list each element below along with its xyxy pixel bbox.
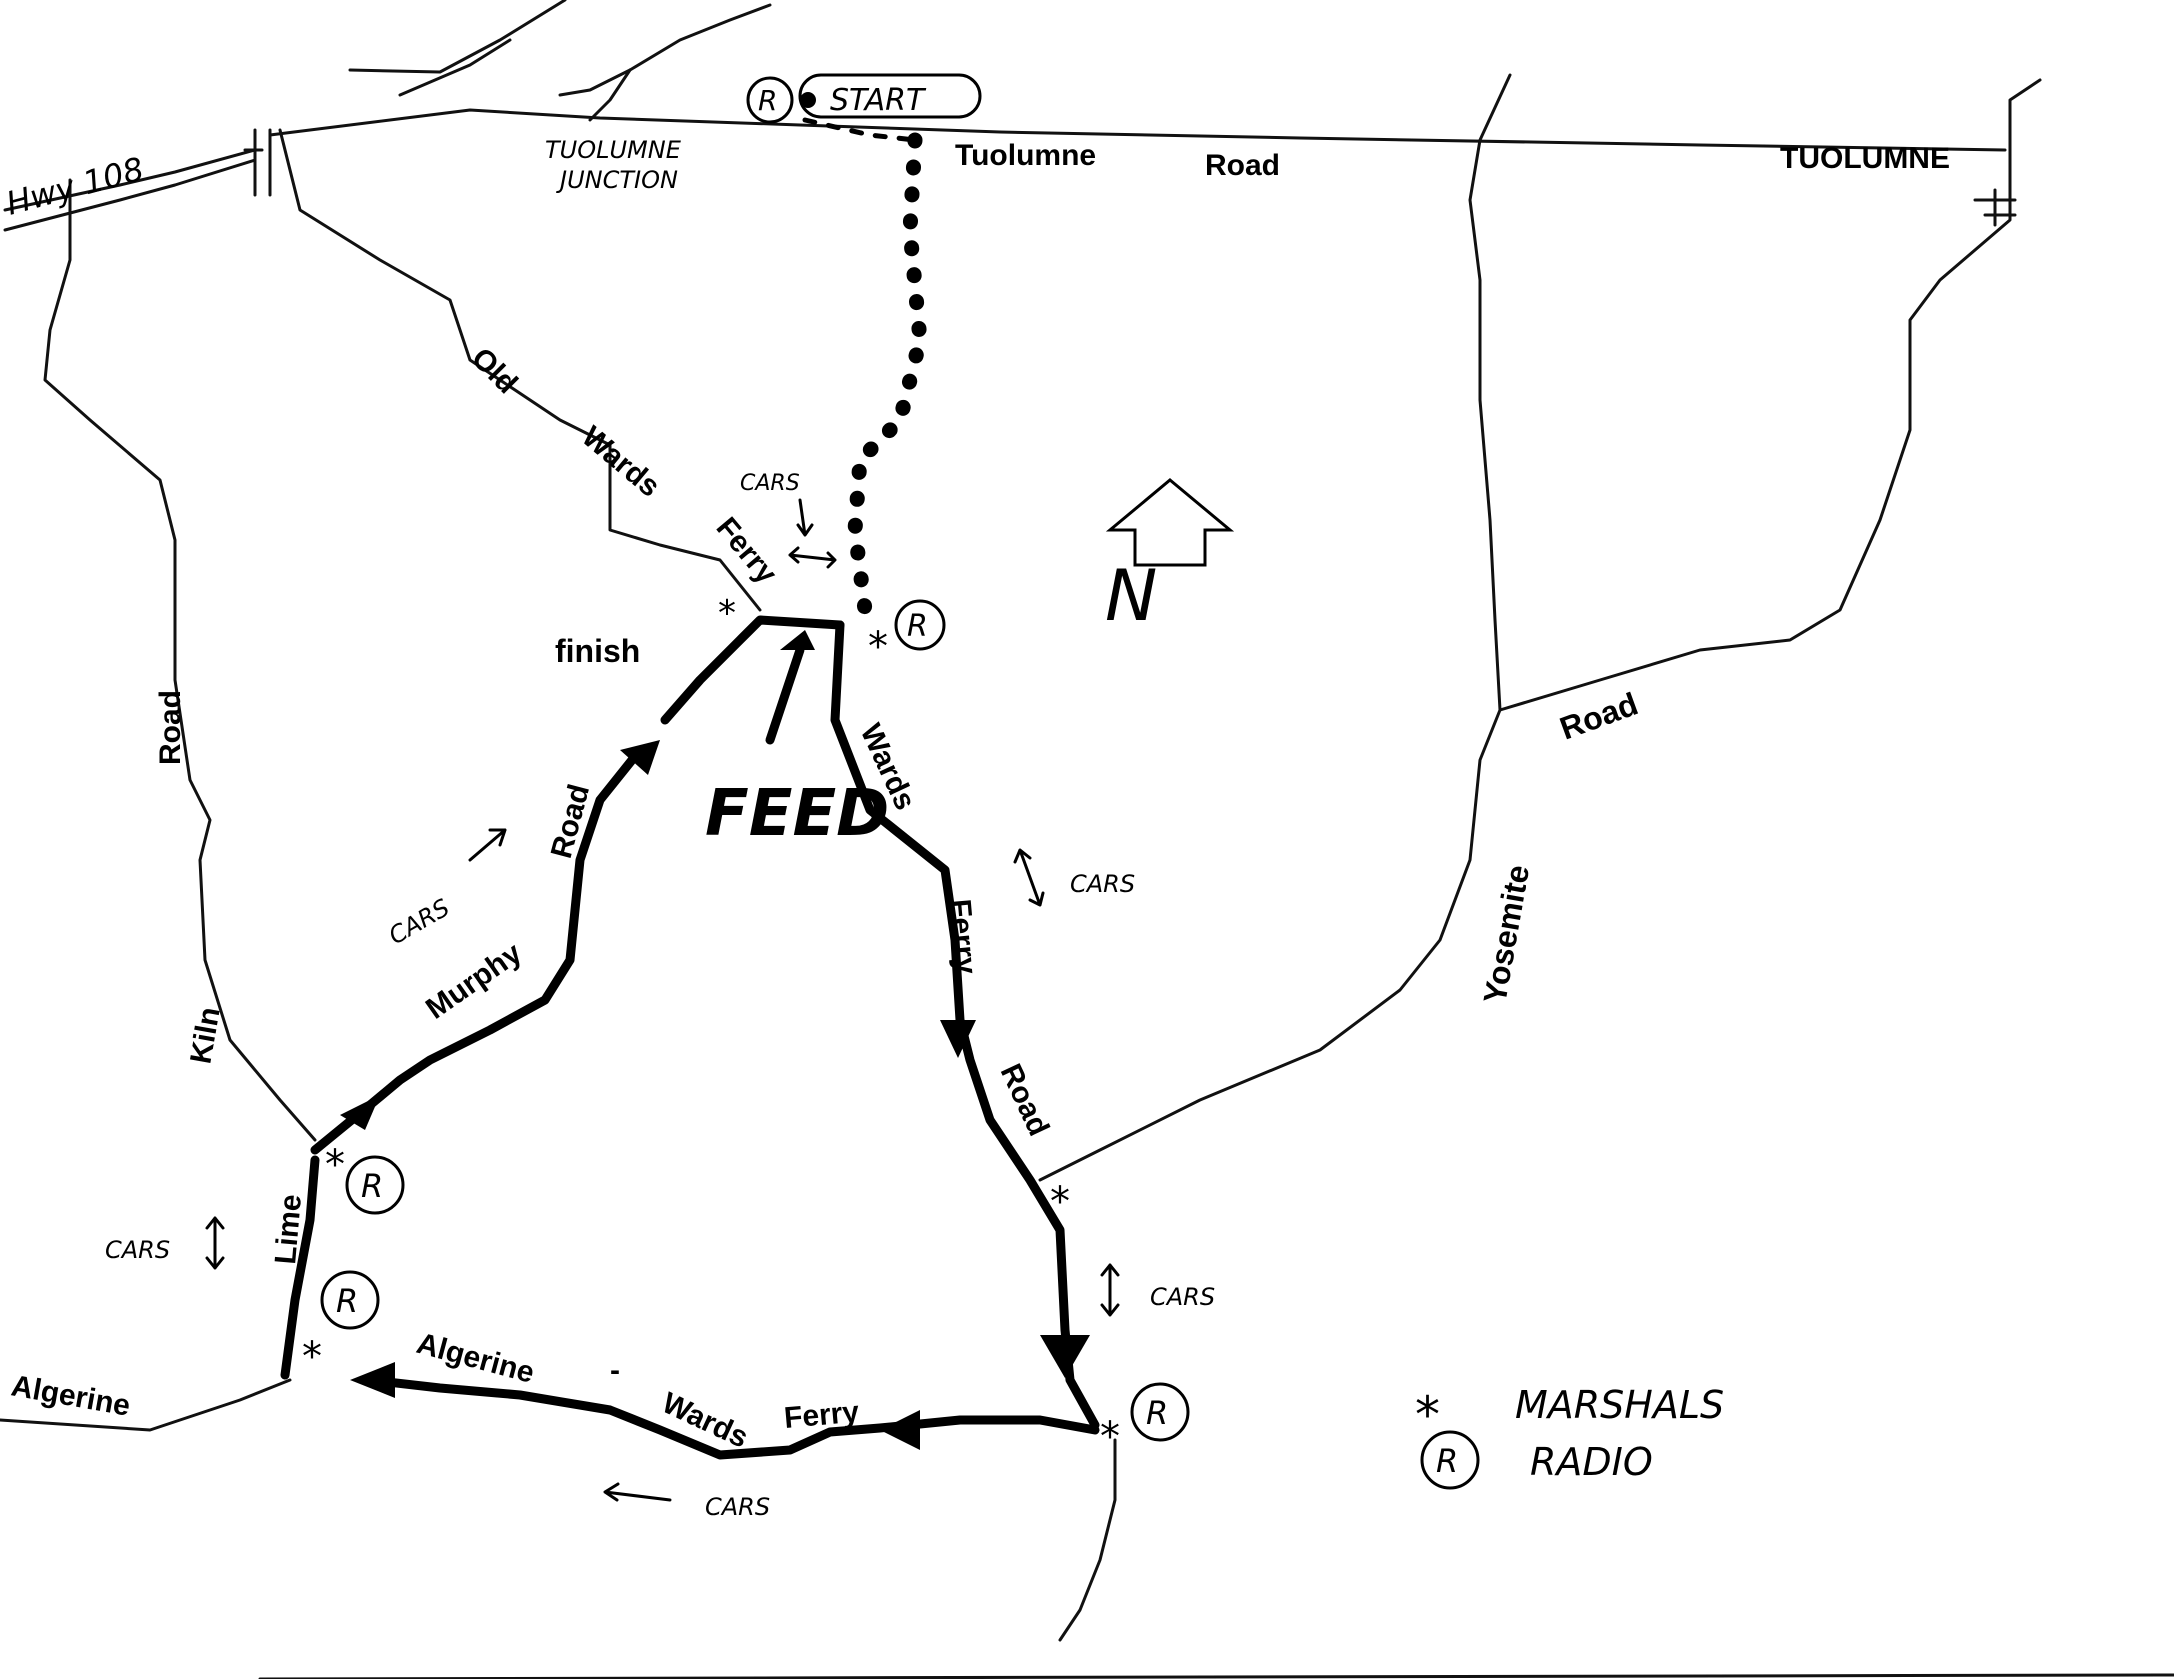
- yosemite-label: Yosemite: [1476, 862, 1536, 1006]
- cars-southeast-label: CARS: [1150, 1283, 1215, 1311]
- north-arrow-icon: [1105, 478, 1235, 567]
- tuolumne-town-road: [1468, 73, 1512, 712]
- wards-ferry-south-route: [830, 620, 1100, 1430]
- cars-murphy-arrow: [468, 828, 507, 862]
- route-arrow-west-1: [880, 1410, 920, 1450]
- route-arrow-west-2: [350, 1362, 395, 1398]
- cars-east-arrow: [1013, 848, 1045, 907]
- tuolumne-town-label: TUOLUMNE: [1780, 142, 1950, 175]
- lime-label: Lime: [269, 1193, 308, 1266]
- legend-radio-icon: [1420, 1430, 1480, 1490]
- south-road: [1058, 1438, 1117, 1642]
- creek-2: [398, 38, 512, 97]
- cars-murphy-label: CARS: [384, 893, 454, 950]
- radio-start-letter: R: [758, 84, 777, 117]
- cars-west-arrow: [205, 1216, 225, 1270]
- tuolumne-town-mark: [1973, 188, 2017, 227]
- hwy-108-bridge: [243, 128, 272, 197]
- radio-lime-letter: R: [361, 1167, 383, 1205]
- ferry-east-label: Ferry: [943, 898, 982, 976]
- lime-kiln-route: [280, 1155, 320, 1380]
- algerine-west-road: [0, 1378, 292, 1432]
- tuolumne-road: [268, 108, 2007, 152]
- murphy-road-route: [310, 745, 645, 1155]
- tuolumne-east-road: [1498, 78, 2042, 712]
- creek-4: [588, 68, 632, 122]
- legend-radio-letter: R: [1436, 1442, 1458, 1480]
- kiln-label: Kiln: [184, 1005, 226, 1067]
- road-labels: Hwy 108 TUOLUMNE JUNCTION Tuolumne Road …: [2, 136, 1950, 1455]
- start-dot: [800, 92, 816, 108]
- legend: * MARSHALS R RADIO: [1415, 1383, 1724, 1490]
- marshal-finish-icon: *: [718, 593, 736, 634]
- kiln-road: [43, 178, 317, 1142]
- tuolumne-road-label-1: Tuolumne: [955, 139, 1096, 172]
- feed-arrow-head: [780, 630, 815, 650]
- route-arrow-wards-ferry: [940, 1020, 976, 1058]
- road-kiln-label: Road: [154, 690, 187, 765]
- cars-east-label: CARS: [1070, 870, 1135, 898]
- radio-algerine-icon: [320, 1270, 380, 1330]
- yosemite-road: [1038, 708, 1502, 1182]
- road-yosemite-label: Road: [1555, 685, 1642, 746]
- tuolumne-to-wards-ferry-route: [847, 132, 928, 618]
- radio-wards-ferry-letter: R: [907, 609, 928, 644]
- creek-1: [348, 0, 567, 74]
- north-arrow: N: [1105, 478, 1235, 637]
- marshal-algerine-icon: *: [302, 1334, 322, 1380]
- start-connector-route: [802, 117, 918, 143]
- cars-west-label: CARS: [105, 1236, 170, 1264]
- hwy-108-road-b: [3, 158, 257, 232]
- marshal-southeast-icon: *: [1100, 1414, 1120, 1460]
- cars-top-label: CARS: [740, 471, 800, 496]
- algerine-wards-ferry-route: [365, 1375, 1100, 1460]
- tuolumne-road-label-2: Road: [1205, 149, 1280, 182]
- legend-radio-label: RADIO: [1530, 1440, 1653, 1484]
- route-arrow-ne-1: [340, 1095, 380, 1130]
- tuolumne-junction-label-2: JUNCTION: [556, 166, 678, 194]
- cars-annotations: CARS CARS CARS CARS CARS CARS: [105, 471, 1215, 1521]
- marshal-lime-icon: *: [325, 1142, 345, 1188]
- start-marker: START R: [746, 73, 982, 124]
- race-route: [280, 117, 1100, 1460]
- start-label: START: [830, 83, 927, 118]
- tuolumne-junction-label-1: TUOLUMNE: [545, 136, 682, 164]
- start-box: [798, 73, 982, 119]
- feed-label: FEED: [705, 777, 889, 851]
- feed-arrow-line: [765, 645, 805, 745]
- finish-route: [660, 615, 845, 725]
- dash-label: -: [610, 1354, 620, 1387]
- road-east-label: Road: [994, 1059, 1056, 1141]
- radio-southeast-icon: [1130, 1382, 1190, 1442]
- north-label: N: [1105, 555, 1157, 637]
- legend-marshals-label: MARSHALS: [1515, 1383, 1724, 1427]
- ferry-south-label: Ferry: [783, 1396, 861, 1435]
- cars-top-arrow: [788, 498, 837, 569]
- creek-3: [558, 3, 772, 97]
- bottom-edge: [258, 1673, 2174, 1679]
- radio-start-icon: [746, 76, 794, 124]
- route-arrow-south: [1040, 1335, 1090, 1378]
- route-arrow-ne-2: [620, 740, 660, 775]
- cars-south-label: CARS: [705, 1493, 770, 1521]
- marshal-yosemite-icon: *: [1050, 1179, 1070, 1225]
- wards-old-label: Wards: [576, 420, 667, 504]
- radio-wards-ferry-icon: [894, 599, 946, 651]
- marshal-wards-ferry-icon: *: [868, 624, 888, 670]
- hwy-108-road: [3, 148, 257, 212]
- finish-label: finish: [555, 633, 640, 669]
- radio-algerine-letter: R: [336, 1282, 358, 1320]
- murphy-label: Murphy: [420, 936, 528, 1025]
- old-wards-ferry-road: [278, 128, 762, 612]
- algerine-west-label: Algerine: [9, 1369, 133, 1422]
- ferry-old-label: Ferry: [710, 511, 784, 590]
- algerine-south-label: Algerine: [413, 1327, 537, 1390]
- cars-southeast-arrow: [1100, 1263, 1120, 1317]
- cars-south-arrow: [603, 1482, 672, 1502]
- radio-southeast-letter: R: [1146, 1394, 1168, 1432]
- radio-lime-icon: [345, 1155, 405, 1215]
- checkpoints: * * R * * R * R R *: [302, 593, 1190, 1460]
